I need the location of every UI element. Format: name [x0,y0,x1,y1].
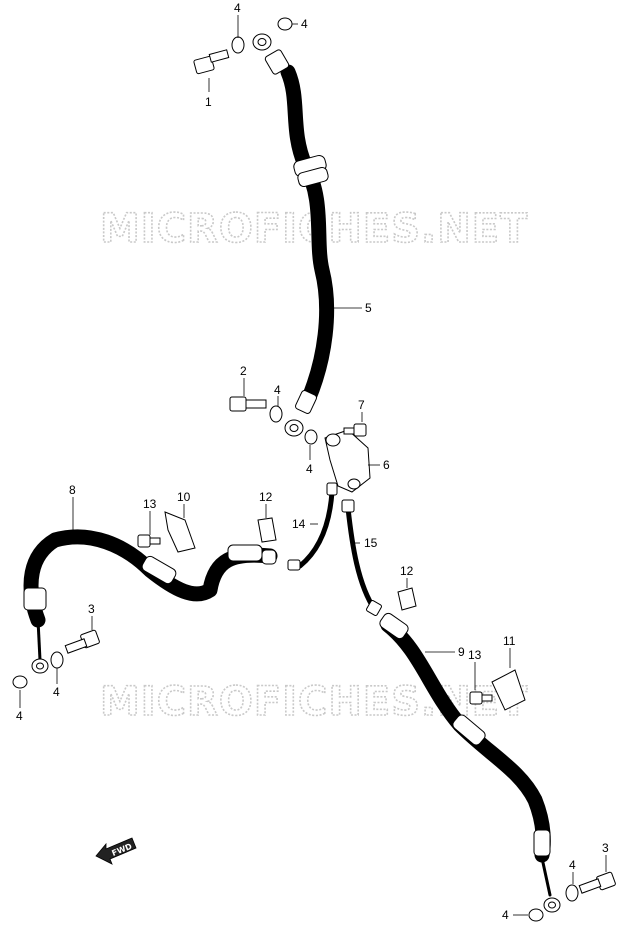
callout-4-e: 4 [53,685,60,699]
callout-4-b: 4 [301,17,308,31]
callout-1: 1 [205,95,212,109]
bolt-7 [343,423,367,437]
clip-12-right [397,587,417,611]
washer-4g [528,908,544,922]
callout-13-left: 13 [143,497,157,511]
fwd-arrow-icon: FWD [95,837,137,865]
callout-4-c: 4 [274,383,281,397]
washer-4f [50,651,64,669]
callout-12-right: 12 [400,564,414,578]
bolt-13-left [137,534,161,548]
callout-12-left: 12 [259,490,273,504]
callout-2: 2 [240,364,247,378]
washer-4d [304,429,318,445]
brake-pipe-14 [287,482,338,571]
clip-12-left [257,517,277,543]
callout-3-right: 3 [602,841,609,855]
callout-4-d: 4 [306,462,313,476]
clamp-11 [491,669,526,711]
washer-4e [12,675,28,689]
callout-10: 10 [177,490,191,504]
clamp-10 [164,511,196,553]
callout-4-f: 4 [16,709,23,723]
washer-4a [231,36,245,54]
callout-4-a: 4 [234,1,241,15]
callout-5: 5 [365,301,372,315]
callout-8: 8 [69,483,76,497]
callout-3-left: 3 [88,602,95,616]
banjo-bolt-2 [229,396,267,412]
washer-4c [269,405,283,423]
brake-hose-upper [252,33,335,437]
callout-14: 14 [292,517,306,531]
washer-4h [565,884,579,902]
brake-joint-6 [324,429,371,493]
callout-6: 6 [383,458,390,472]
callout-4-g: 4 [569,858,576,872]
brake-hose-left [23,529,278,674]
banjo-bolt-1 [193,49,230,75]
callout-11: 11 [503,634,516,648]
callout-13-right: 13 [468,648,482,662]
banjo-bolt-3-right [578,871,616,894]
banjo-bolt-3-left [64,629,100,654]
callout-9: 9 [458,645,465,659]
callout-4-h: 4 [502,908,509,922]
washer-4b [277,17,293,31]
brake-hose-right [379,612,561,913]
callout-7: 7 [358,398,365,412]
brake-pipe-15 [341,499,382,616]
fwd-label: FWD [111,842,134,858]
leader-lines [19,15,607,916]
callout-15: 15 [364,536,378,550]
bolt-13-right [469,691,493,705]
